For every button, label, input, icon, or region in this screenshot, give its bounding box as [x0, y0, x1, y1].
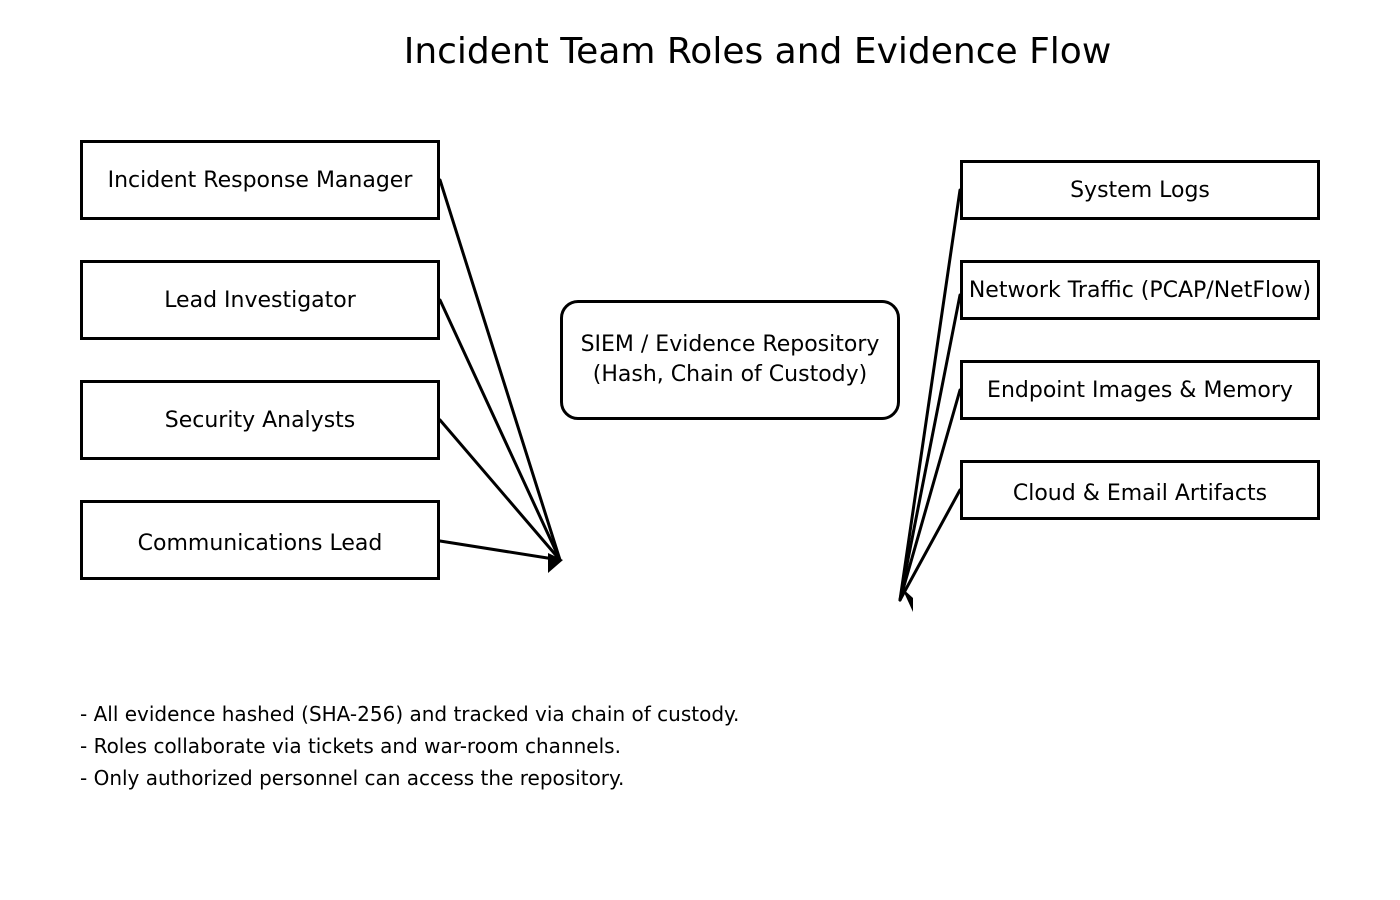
- role-box-security-analysts: Security Analysts: [80, 380, 440, 460]
- source-box-cloud-email: Cloud & Email Artifacts: [960, 460, 1320, 520]
- repository-line-2: (Hash, Chain of Custody): [592, 362, 868, 387]
- notes-list: - All evidence hashed (SHA-256) and trac…: [80, 698, 739, 794]
- role-box-lead-investigator: Lead Investigator: [80, 260, 440, 340]
- source-label: Cloud & Email Artifacts: [1012, 480, 1268, 506]
- arrow-system-logs-to-repository: [898, 188, 962, 602]
- role-label: Security Analysts: [164, 407, 356, 433]
- role-label: Lead Investigator: [164, 287, 356, 313]
- arrow-communications-to-repository: [438, 539, 562, 562]
- arrow-investigator-to-repository: [438, 298, 562, 562]
- source-label: Network Traffic (PCAP/NetFlow): [968, 277, 1312, 303]
- arrow-manager-to-repository: [438, 178, 562, 562]
- diagram-title: Incident Team Roles and Evidence Flow: [403, 31, 1112, 72]
- source-label: Endpoint Images & Memory: [987, 377, 1293, 403]
- arrow-analysts-to-repository: [438, 418, 562, 562]
- source-box-network-traffic: Network Traffic (PCAP/NetFlow): [960, 260, 1320, 320]
- note-item: - Roles collaborate via tickets and war-…: [80, 734, 621, 758]
- arrowhead-right: [902, 588, 913, 612]
- role-box-communications-lead: Communications Lead: [80, 500, 440, 580]
- role-box-incident-response-manager: Incident Response Manager: [80, 140, 440, 220]
- evidence-repository-box: SIEM / Evidence Repository (Hash, Chain …: [560, 300, 900, 420]
- arrow-network-to-repository: [898, 293, 962, 602]
- arrow-cloud-to-repository: [898, 488, 962, 602]
- arrow-endpoint-to-repository: [898, 388, 962, 602]
- source-box-endpoint-images: Endpoint Images & Memory: [960, 360, 1320, 420]
- repository-line-1: SIEM / Evidence Repository: [580, 332, 880, 357]
- arrowhead-left: [548, 553, 563, 573]
- source-box-system-logs: System Logs: [960, 160, 1320, 220]
- role-label: Incident Response Manager: [107, 167, 413, 193]
- note-item: - Only authorized personnel can access t…: [80, 766, 625, 790]
- role-label: Communications Lead: [137, 530, 383, 556]
- source-label: System Logs: [1070, 177, 1210, 203]
- note-item: - All evidence hashed (SHA-256) and trac…: [80, 702, 740, 726]
